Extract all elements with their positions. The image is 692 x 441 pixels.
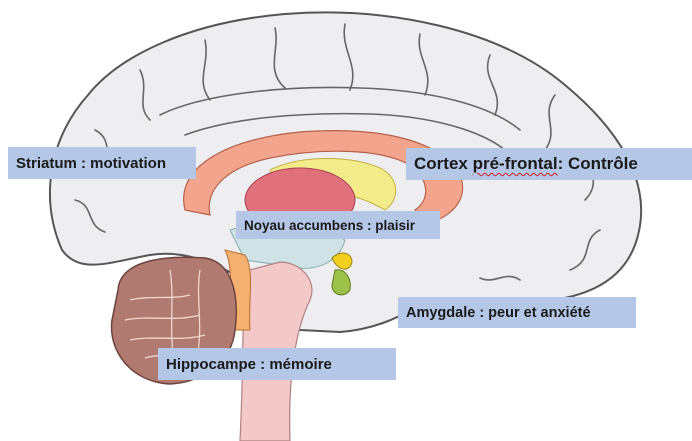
- label-accumbens-text: Noyau accumbens : plaisir: [244, 218, 415, 233]
- label-cortex-text-1: Cortex: [414, 154, 473, 174]
- label-hippocampe: Hippocampe : mémoire: [158, 348, 396, 380]
- label-amygdale: Amygdale : peur et anxiété: [398, 297, 636, 328]
- label-striatum: Striatum : motivation: [8, 147, 196, 179]
- label-noyau-accumbens: Noyau accumbens : plaisir: [236, 211, 440, 239]
- label-cortex-text-2: pré-frontal: [473, 154, 558, 174]
- label-hippocampe-text: Hippocampe : mémoire: [166, 356, 332, 373]
- label-cortex-text-3: : Contrôle: [558, 154, 638, 174]
- label-striatum-text: Striatum : motivation: [16, 155, 166, 172]
- label-amygdale-text: Amygdale : peur et anxiété: [406, 305, 591, 321]
- label-cortex-prefrontal: Cortex pré-frontal: Contrôle: [406, 148, 692, 180]
